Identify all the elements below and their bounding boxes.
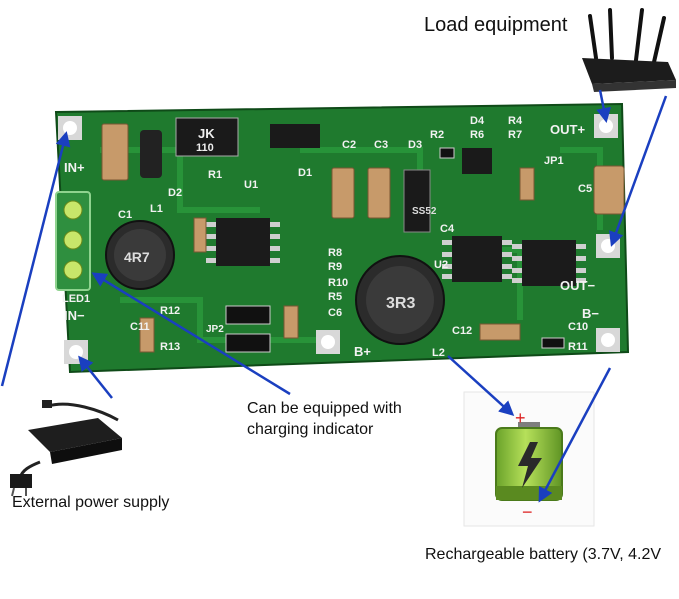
chip-u2 xyxy=(442,236,512,282)
load-equipment-label: Load equipment xyxy=(424,14,568,36)
silk-d2: D2 xyxy=(168,187,182,199)
silk-c6: C6 xyxy=(328,307,342,319)
arrow-router-to-out-plus xyxy=(596,89,612,123)
external-power-label: External power supply xyxy=(12,494,170,511)
arrow-indicator-to-led xyxy=(91,272,291,396)
silk-c12: C12 xyxy=(452,325,472,337)
mounting-hole-in-plus xyxy=(58,116,82,140)
mounting-hole-b-minus xyxy=(596,328,620,352)
power-adapter-icon xyxy=(10,400,122,497)
mounting-hole-in-minus xyxy=(64,340,88,364)
silk-l1: L1 xyxy=(150,203,163,215)
silk-l2: L2 xyxy=(432,347,445,359)
silk-d3: D3 xyxy=(408,139,422,151)
inductor-4r7 xyxy=(105,220,175,290)
charging-indicator-label: Can be equipped with charging indicator xyxy=(247,398,402,440)
silk-r1: R1 xyxy=(208,169,222,181)
silk-led: LED1 xyxy=(62,293,90,305)
silk-c3: C3 xyxy=(374,139,388,151)
arrow-b-plus-to-battery xyxy=(447,355,515,417)
chip-u3 xyxy=(512,240,586,286)
mounting-hole-b-plus xyxy=(316,330,340,354)
silk-b-minus: B− xyxy=(582,306,599,321)
silk-d4: D4 xyxy=(470,115,485,127)
coupled-inductor-l1 xyxy=(140,130,162,178)
smd-capacitors xyxy=(101,123,625,353)
silk-r7: R7 xyxy=(508,129,522,141)
silk-d1: D1 xyxy=(298,167,312,179)
mounting-hole-out-minus xyxy=(596,234,620,258)
silk-r13: R13 xyxy=(160,341,180,353)
silk-r10: R10 xyxy=(328,277,348,289)
silk-r11: R11 xyxy=(568,341,588,353)
router-icon xyxy=(582,8,676,92)
battery-minus-mark: − xyxy=(522,502,533,522)
silk-out-plus: OUT+ xyxy=(550,122,585,137)
silk-c2: C2 xyxy=(342,139,356,151)
battery-icon: + − xyxy=(463,391,595,527)
silk-r4: R4 xyxy=(508,115,523,127)
charging-indicator-line2: charging indicator xyxy=(247,421,374,438)
silk-jp1: JP1 xyxy=(544,155,564,167)
silk-in-minus: IN− xyxy=(64,308,85,323)
arrow-adapter-to-in-minus xyxy=(78,355,113,399)
silk-c10: C10 xyxy=(568,321,588,333)
silk-c1: C1 xyxy=(118,209,132,221)
silk-in-plus: IN+ xyxy=(64,160,85,175)
inductor-3r3 xyxy=(355,255,445,345)
silk-c11: C11 xyxy=(130,321,150,333)
diode-ss52 xyxy=(403,169,431,233)
arrow-adapter-to-in-plus xyxy=(0,131,71,387)
arrow-router-to-out-minus xyxy=(609,95,668,247)
silk-r5: R5 xyxy=(328,291,342,303)
silk-out-minus: OUT− xyxy=(560,278,595,293)
silk-r8: R8 xyxy=(328,247,342,259)
battery-label: Rechargeable battery (3.7V, 4.2V xyxy=(425,546,662,563)
silk-c4: C4 xyxy=(440,223,455,235)
silk-ind-3r3: 3R3 xyxy=(386,295,415,312)
transistor xyxy=(462,148,492,174)
silk-b-plus: B+ xyxy=(354,344,371,359)
silk-ind-4r7: 4R7 xyxy=(124,249,150,265)
regulator-jk xyxy=(175,117,239,157)
chip-u1 xyxy=(206,218,280,266)
silk-ss52: SS52 xyxy=(412,206,437,217)
silk-jk-val: 110 xyxy=(196,142,214,154)
diode-d1 xyxy=(270,124,320,148)
pcb-board: IN+ IN− OUT+ OUT− B+ B− LED1 JK 110 D1 D… xyxy=(54,102,630,374)
arrow-b-minus-to-battery xyxy=(538,367,612,503)
silk-r6: R6 xyxy=(470,129,484,141)
silk-jk: JK xyxy=(198,126,215,141)
silk-r12: R12 xyxy=(160,305,180,317)
battery-plus-mark: + xyxy=(515,408,526,428)
silk-u1: U1 xyxy=(244,179,258,191)
silk-r9: R9 xyxy=(328,261,342,273)
smd-resistors xyxy=(225,147,565,353)
silk-jp2: JP2 xyxy=(206,324,224,335)
silk-c5: C5 xyxy=(578,183,592,195)
charging-indicator-line1: Can be equipped with xyxy=(247,400,402,417)
silk-r2: R2 xyxy=(430,129,444,141)
led-header xyxy=(55,191,91,291)
silk-u2: U2 xyxy=(434,259,448,271)
